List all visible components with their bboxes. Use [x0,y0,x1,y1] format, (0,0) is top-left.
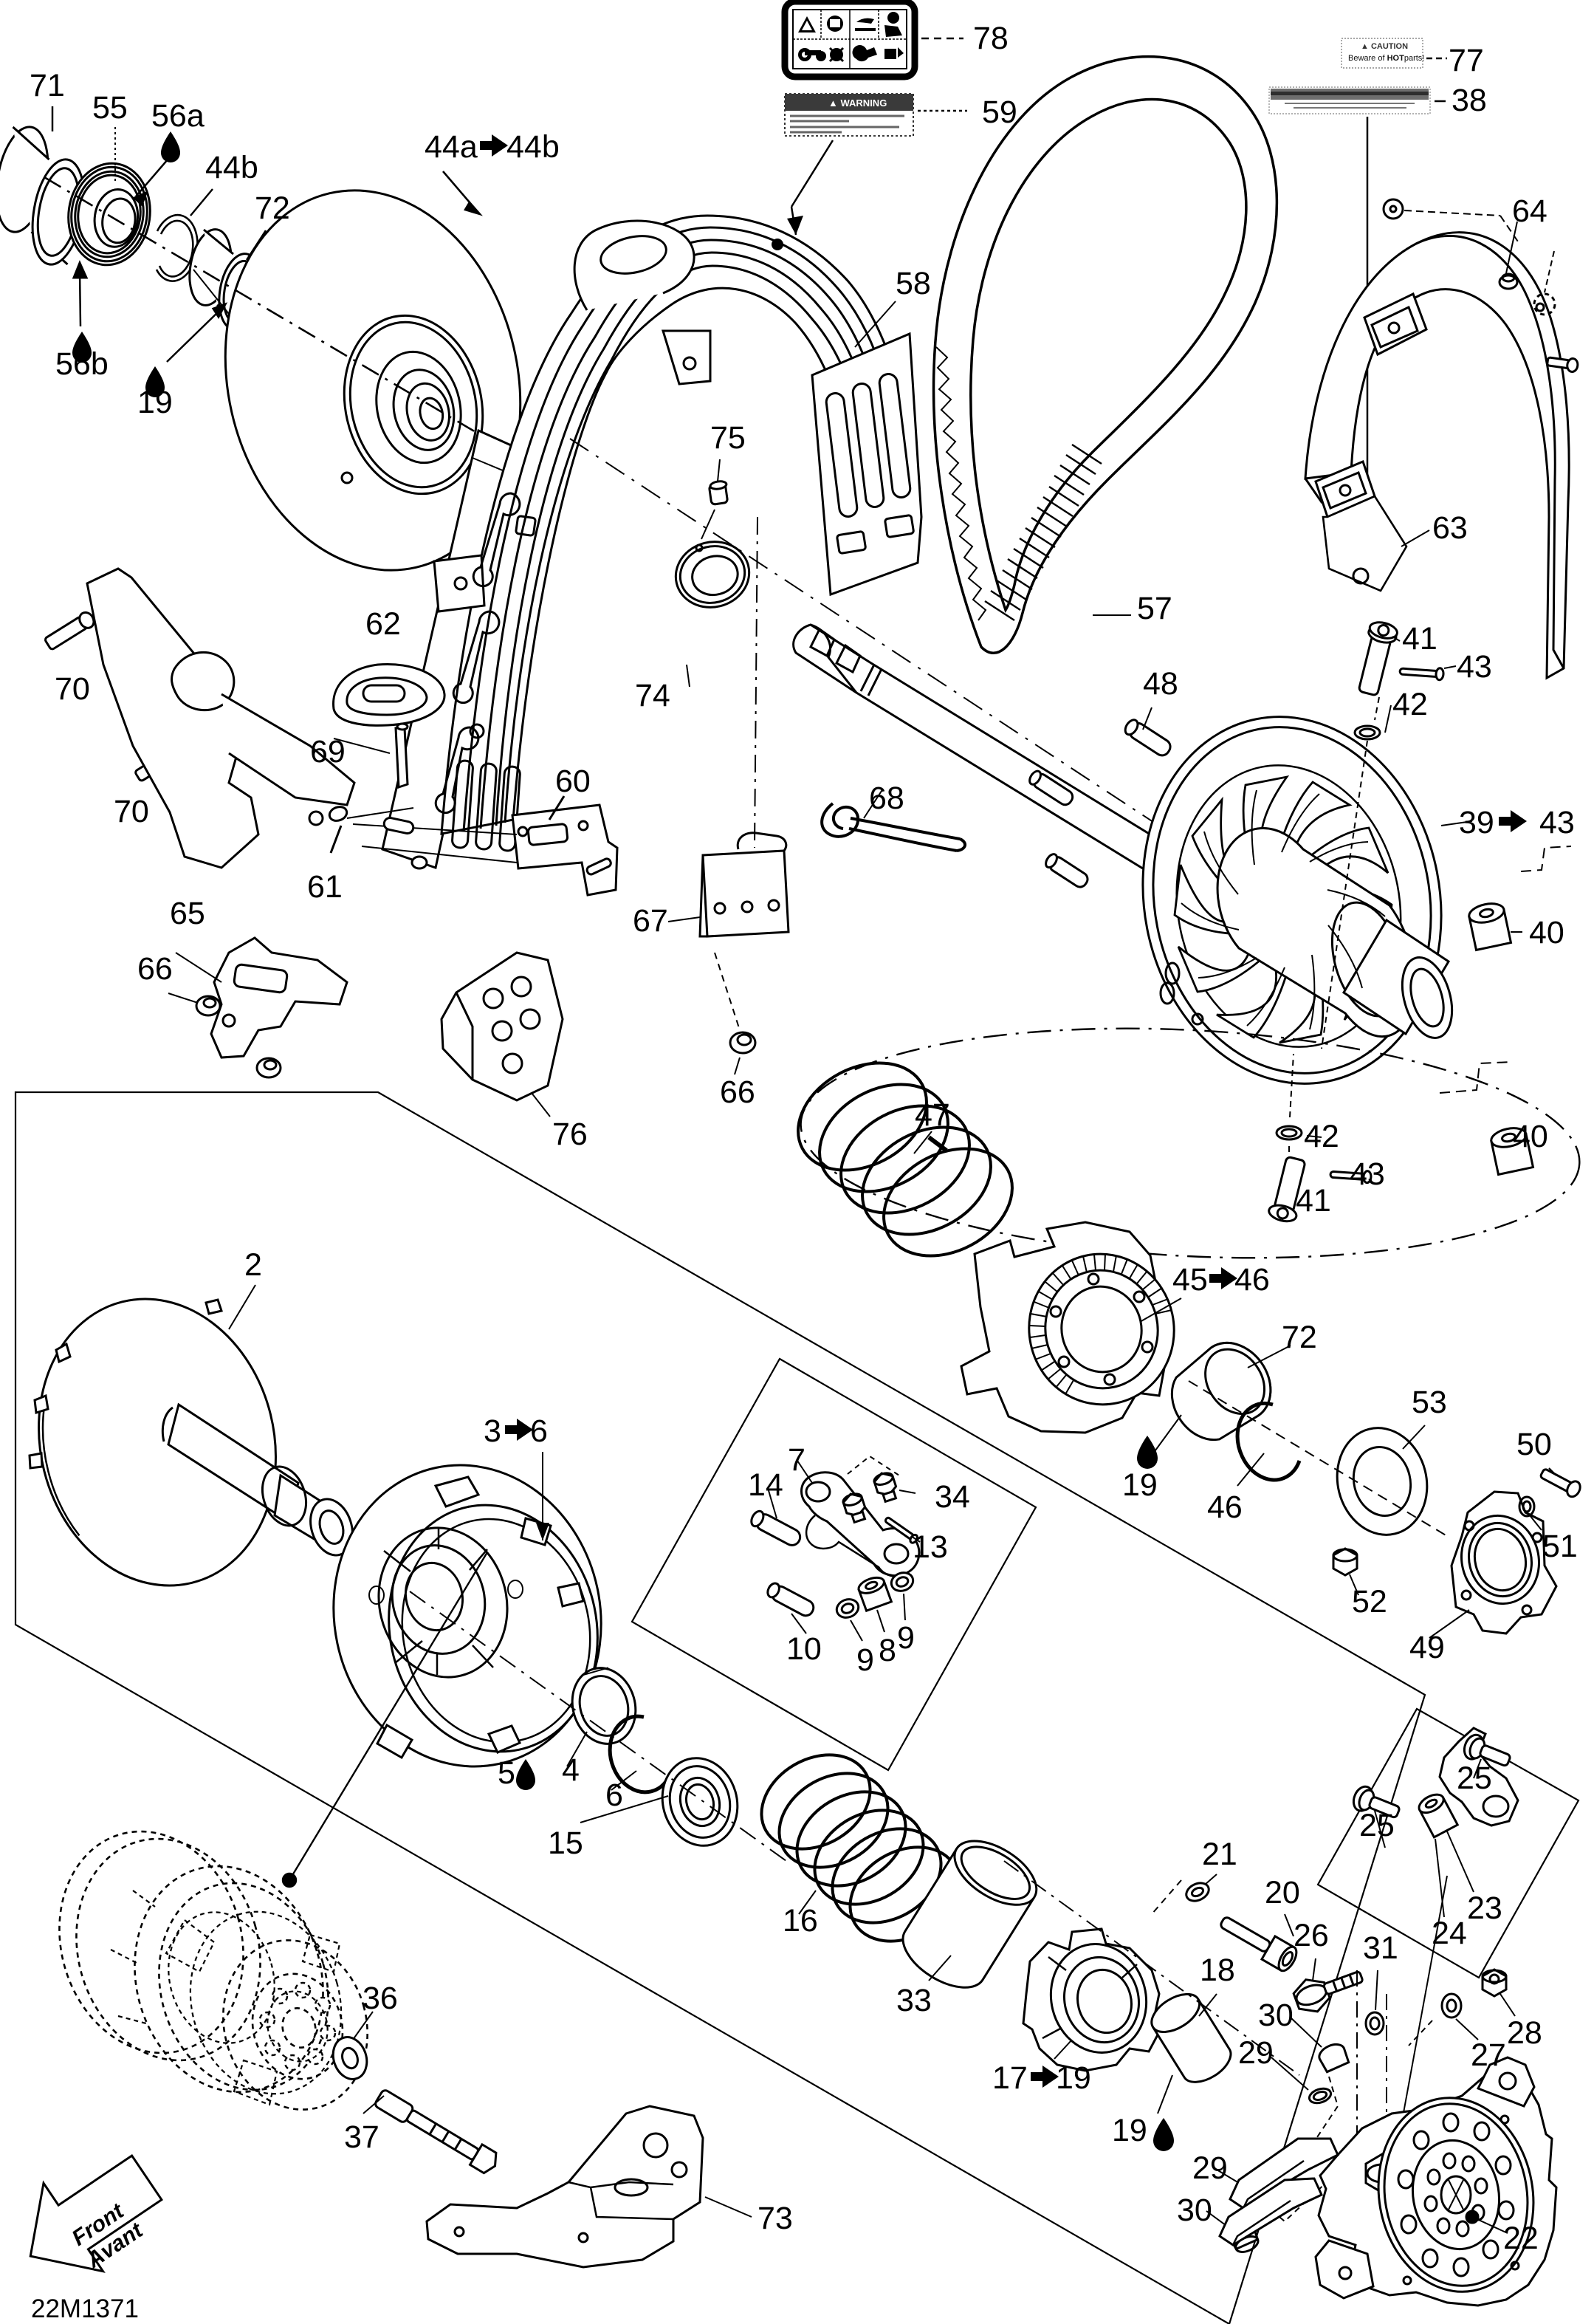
svg-text:75: 75 [710,420,746,456]
svg-text:72: 72 [1282,1320,1317,1355]
svg-text:31: 31 [1363,1930,1398,1966]
svg-text:42: 42 [1304,1119,1339,1154]
svg-text:28: 28 [1507,2015,1542,2051]
svg-text:36: 36 [363,1981,398,2016]
svg-text:76: 76 [552,1117,588,1152]
svg-text:62: 62 [365,606,401,642]
svg-text:42: 42 [1392,687,1428,722]
svg-text:16: 16 [783,1903,818,1939]
svg-text:30: 30 [1177,2193,1212,2228]
svg-text:▲ CAUTION: ▲ CAUTION [1361,42,1408,51]
svg-text:47: 47 [915,1097,950,1133]
svg-text:45: 45 [1172,1262,1208,1298]
svg-text:27: 27 [1471,2037,1506,2073]
svg-text:74: 74 [635,678,670,713]
svg-text:30: 30 [1258,1998,1294,2033]
svg-text:14: 14 [748,1467,783,1503]
svg-text:60: 60 [555,764,591,799]
svg-text:9: 9 [856,1642,874,1678]
svg-text:59: 59 [982,95,1017,130]
svg-text:78: 78 [973,21,1009,56]
svg-text:66: 66 [720,1074,755,1110]
svg-text:70: 70 [55,671,90,707]
svg-text:37: 37 [344,2119,379,2155]
svg-text:19: 19 [137,385,173,420]
svg-text:9: 9 [897,1620,915,1656]
svg-text:15: 15 [548,1826,583,1861]
svg-text:65: 65 [170,896,205,931]
svg-text:6: 6 [530,1413,548,1449]
svg-text:19: 19 [1122,1467,1158,1503]
svg-text:21: 21 [1202,1837,1237,1872]
svg-text:3: 3 [484,1413,501,1449]
svg-text:23: 23 [1467,1891,1502,1926]
svg-text:50: 50 [1516,1427,1552,1462]
svg-text:41: 41 [1296,1183,1331,1218]
svg-text:67: 67 [633,903,668,939]
svg-text:29: 29 [1238,2035,1274,2071]
svg-text:5: 5 [498,1755,515,1791]
svg-text:43: 43 [1457,649,1492,685]
svg-text:Beware of HOTparts!: Beware of HOTparts! [1348,54,1424,63]
svg-text:43: 43 [1539,805,1575,840]
svg-text:▲ WARNING: ▲ WARNING [828,97,887,109]
svg-text:40: 40 [1513,1119,1548,1154]
svg-text:6: 6 [605,1778,623,1813]
svg-text:46: 46 [1207,1490,1243,1525]
svg-text:38: 38 [1452,83,1487,118]
svg-text:57: 57 [1137,591,1172,626]
svg-text:26: 26 [1294,1918,1329,1953]
svg-text:22M1371: 22M1371 [31,2294,139,2323]
svg-text:7: 7 [788,1442,805,1478]
svg-text:56a: 56a [151,98,205,134]
svg-text:71: 71 [30,68,65,103]
svg-text:58: 58 [896,266,931,301]
svg-text:73: 73 [758,2201,793,2236]
svg-text:52: 52 [1352,1584,1387,1619]
svg-text:56b: 56b [55,346,109,382]
svg-text:33: 33 [896,1983,932,2018]
svg-text:34: 34 [935,1479,970,1515]
svg-text:44b: 44b [506,129,560,165]
svg-text:63: 63 [1432,510,1468,546]
svg-text:69: 69 [310,734,346,769]
svg-text:55: 55 [92,90,128,126]
svg-text:72: 72 [255,191,290,226]
svg-text:17: 17 [992,2060,1028,2096]
svg-text:66: 66 [137,951,173,987]
svg-text:2: 2 [244,1247,262,1283]
svg-text:22: 22 [1503,2221,1539,2256]
svg-text:10: 10 [786,1631,822,1667]
svg-text:18: 18 [1200,1953,1235,1988]
svg-text:24: 24 [1432,1916,1467,1951]
svg-text:41: 41 [1402,621,1437,657]
svg-text:20: 20 [1265,1875,1300,1910]
svg-text:70: 70 [114,794,149,829]
svg-text:53: 53 [1412,1385,1447,1420]
svg-text:39: 39 [1459,805,1494,840]
svg-text:43: 43 [1350,1156,1385,1192]
svg-text:25: 25 [1457,1761,1492,1796]
svg-text:44b: 44b [205,150,258,185]
svg-text:77: 77 [1449,43,1484,78]
svg-text:68: 68 [869,781,904,816]
svg-text:13: 13 [913,1529,948,1565]
svg-text:19: 19 [1056,2060,1091,2096]
svg-text:40: 40 [1529,915,1564,950]
svg-text:4: 4 [562,1752,580,1788]
svg-text:49: 49 [1409,1630,1445,1665]
svg-text:51: 51 [1542,1529,1578,1564]
svg-text:46: 46 [1234,1262,1270,1298]
svg-text:48: 48 [1143,666,1178,702]
svg-text:44a: 44a [425,129,478,165]
svg-text:29: 29 [1192,2150,1228,2186]
svg-text:64: 64 [1512,193,1547,229]
svg-text:19: 19 [1112,2113,1147,2148]
svg-text:8: 8 [879,1633,896,1668]
svg-text:25: 25 [1359,1808,1395,1843]
svg-text:61: 61 [307,869,343,905]
